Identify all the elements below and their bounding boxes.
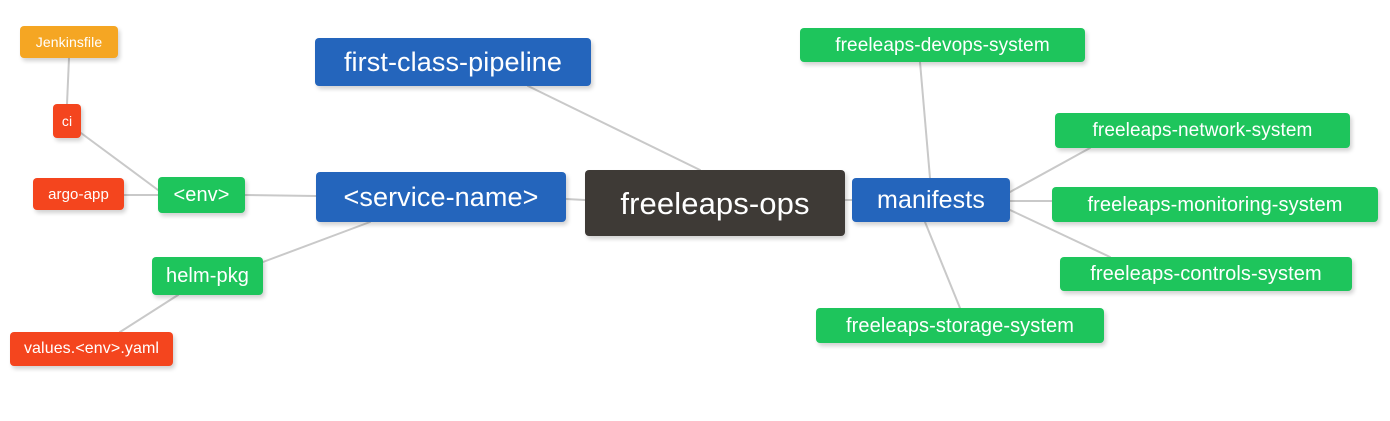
node-freeleaps-ops[interactable]: freeleaps-ops	[585, 170, 845, 236]
edge-manifests-to-freeleaps-storage-system	[924, 221, 961, 309]
edge-service-name-to-helm-pkg	[262, 221, 371, 263]
node-label-freeleaps-storage-system: freeleaps-storage-system	[845, 314, 1075, 337]
node-label-first-class-pipeline: first-class-pipeline	[343, 46, 563, 77]
node-env[interactable]: <env>	[158, 177, 245, 213]
node-freeleaps-monitoring-system[interactable]: freeleaps-monitoring-system	[1052, 187, 1378, 222]
node-first-class-pipeline[interactable]: first-class-pipeline	[315, 38, 591, 86]
node-label-jenkinsfile: Jenkinsfile	[35, 34, 103, 50]
node-label-freeleaps-monitoring-system: freeleaps-monitoring-system	[1087, 193, 1343, 216]
node-label-helm-pkg: helm-pkg	[165, 265, 250, 287]
edge-env-to-service-name	[244, 194, 317, 197]
node-label-freeleaps-ops: freeleaps-ops	[620, 185, 810, 221]
node-label-values-env-yaml: values.<env>.yaml	[23, 340, 160, 357]
node-label-freeleaps-devops-system: freeleaps-devops-system	[835, 34, 1050, 56]
node-label-freeleaps-controls-system: freeleaps-controls-system	[1090, 263, 1322, 285]
edge-helm-pkg-to-values-env-yaml	[119, 294, 179, 333]
node-helm-pkg[interactable]: helm-pkg	[152, 257, 263, 295]
node-label-argo-app: argo-app	[48, 185, 109, 203]
edge-manifests-to-freeleaps-network-system	[1009, 147, 1091, 193]
edge-first-class-pipeline-to-freeleaps-ops	[527, 85, 701, 171]
node-values-env-yaml[interactable]: values.<env>.yaml	[10, 332, 173, 366]
node-manifests[interactable]: manifests	[852, 178, 1010, 222]
node-ci[interactable]: ci	[53, 104, 81, 138]
node-jenkinsfile[interactable]: Jenkinsfile	[20, 26, 118, 58]
edge-manifests-to-freeleaps-devops-system	[919, 61, 931, 179]
node-freeleaps-devops-system[interactable]: freeleaps-devops-system	[800, 28, 1085, 62]
edge-service-name-to-freeleaps-ops	[565, 198, 586, 201]
node-label-service-name: <service-name>	[343, 181, 539, 212]
node-label-ci: ci	[61, 113, 73, 129]
node-service-name[interactable]: <service-name>	[316, 172, 566, 222]
node-freeleaps-storage-system[interactable]: freeleaps-storage-system	[816, 308, 1104, 343]
node-label-freeleaps-network-system: freeleaps-network-system	[1092, 120, 1313, 141]
node-label-env: <env>	[173, 184, 230, 206]
node-argo-app[interactable]: argo-app	[33, 178, 124, 210]
node-freeleaps-network-system[interactable]: freeleaps-network-system	[1055, 113, 1350, 148]
node-label-manifests: manifests	[877, 185, 985, 214]
edge-jenkinsfile-to-ci	[66, 57, 70, 105]
node-freeleaps-controls-system[interactable]: freeleaps-controls-system	[1060, 257, 1352, 291]
